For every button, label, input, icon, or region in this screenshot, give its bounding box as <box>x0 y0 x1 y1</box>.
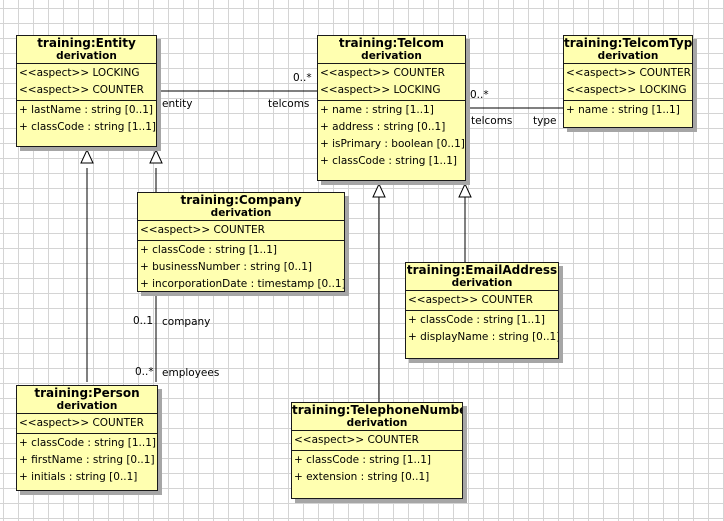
generalization-company-arrowhead <box>149 148 163 164</box>
attribute-row: + firstName : string [0..1] <box>19 454 155 466</box>
role-company: company <box>162 316 211 328</box>
generalization-telephone-arrowhead <box>372 182 386 198</box>
class-stereotype: derivation <box>56 50 117 62</box>
aspects-compartment: <<aspect>> COUNTER <<aspect>> LOCKING <box>318 63 465 100</box>
class-stereotype: derivation <box>451 277 513 289</box>
aspects-compartment: <<aspect>> COUNTER <box>138 220 344 240</box>
generalization-person-arrowhead <box>80 148 94 164</box>
class-stereotype: derivation <box>597 50 659 62</box>
attribute-row: + incorporationDate : timestamp [0..1] <box>140 278 345 290</box>
aspects-compartment: <<aspect>> COUNTER <<aspect>> LOCKING <box>564 63 692 100</box>
attribute-row: + displayName : string [0..1] <box>408 331 559 343</box>
multiplicity-telcoms-entity-end: 0..* <box>293 72 312 84</box>
role-entity: entity <box>162 98 193 110</box>
attribute-row: + classCode : string [1..1] <box>19 121 157 133</box>
role-employees: employees <box>162 367 220 379</box>
multiplicity-company: 0..1 <box>133 315 154 327</box>
aspect-row: <<aspect>> LOCKING <box>19 67 140 79</box>
attributes-compartment: + lastName : string [0..1] + classCode : … <box>17 100 156 137</box>
aspect-row: <<aspect>> COUNTER <box>320 67 445 79</box>
attributes-compartment: + classCode : string [1..1] + extension :… <box>292 450 462 487</box>
aspect-row: <<aspect>> COUNTER <box>19 84 144 96</box>
class-name: training:TelephoneNumber <box>292 403 463 417</box>
aspects-compartment: <<aspect>> COUNTER <box>17 413 157 433</box>
attributes-compartment: + name : string [1..1] + address : string… <box>318 100 465 171</box>
class-name: training:Company <box>180 193 302 207</box>
class-stereotype: derivation <box>361 50 422 62</box>
aspect-row: <<aspect>> LOCKING <box>320 84 441 96</box>
class-name: training:TelcomType <box>564 36 693 50</box>
aspect-row: <<aspect>> COUNTER <box>408 294 533 306</box>
aspect-row: <<aspect>> COUNTER <box>566 67 691 79</box>
aspect-row: <<aspect>> LOCKING <box>566 84 687 96</box>
multiplicity-telcoms-type-end: 0..* <box>470 89 489 101</box>
attribute-row: + extension : string [0..1] <box>294 471 430 483</box>
attributes-compartment: + name : string [1..1] <box>564 100 692 120</box>
attribute-row: + classCode : string [1..1] <box>294 454 432 466</box>
attributes-compartment: + classCode : string [1..1] + firstName :… <box>17 433 157 487</box>
generalization-email-arrowhead <box>458 182 472 198</box>
aspect-row: <<aspect>> COUNTER <box>140 224 265 236</box>
aspect-row: <<aspect>> COUNTER <box>294 434 419 446</box>
attribute-row: + classCode : string [1..1] <box>19 437 157 449</box>
role-type: type <box>533 115 557 127</box>
multiplicity-employees: 0..* <box>135 366 154 378</box>
attribute-row: + name : string [1..1] <box>566 104 680 116</box>
class-stereotype: derivation <box>210 207 272 219</box>
class-name: training:Person <box>34 386 140 400</box>
attribute-row: + lastName : string [0..1] <box>19 104 153 116</box>
class-stereotype: derivation <box>56 400 118 412</box>
attribute-row: + name : string [1..1] <box>320 104 434 116</box>
attribute-row: + classCode : string [1..1] <box>408 314 546 326</box>
class-name: training:Entity <box>37 36 136 50</box>
attribute-row: + isPrimary : boolean [0..1] <box>320 138 465 150</box>
aspects-compartment: <<aspect>> LOCKING <<aspect>> COUNTER <box>17 63 156 100</box>
role-telcoms-type-end: telcoms <box>471 115 513 127</box>
attributes-compartment: + classCode : string [1..1] + businessNum… <box>138 240 345 291</box>
attribute-row: + classCode : string [1..1] <box>320 155 458 167</box>
attribute-row: + classCode : string [1..1] <box>140 244 278 256</box>
attribute-row: + initials : string [0..1] <box>19 471 138 483</box>
aspect-row: <<aspect>> COUNTER <box>19 417 144 429</box>
role-telcoms-entity-end: telcoms <box>268 98 310 110</box>
attribute-row: + address : string [0..1] <box>320 121 446 133</box>
aspects-compartment: <<aspect>> COUNTER <box>406 290 558 310</box>
class-name: training:EmailAddress <box>406 263 558 277</box>
aspects-compartment: <<aspect>> COUNTER <box>292 430 462 450</box>
attributes-compartment: + classCode : string [1..1] + displayName… <box>406 310 558 347</box>
class-name: training:Telcom <box>338 36 445 50</box>
attribute-row: + businessNumber : string [0..1] <box>140 261 312 273</box>
class-stereotype: derivation <box>346 417 408 429</box>
